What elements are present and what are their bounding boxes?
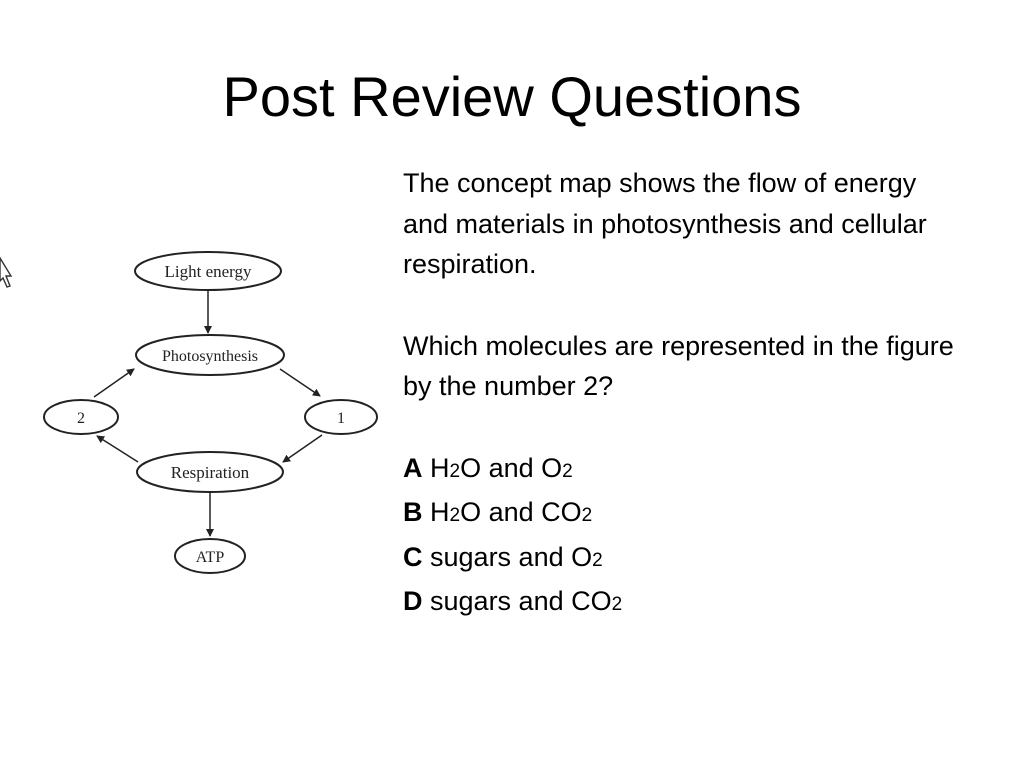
arrow-respiration-to-2: [96, 435, 139, 463]
choice-b-sub-1: 2: [449, 505, 461, 526]
choice-d[interactable]: D sugars and CO2: [403, 581, 963, 626]
node-photosynthesis-label: Photosynthesis: [162, 348, 258, 365]
arrow-2-to-photosynthesis: [93, 368, 135, 398]
node-2-label: 2: [77, 410, 85, 427]
question-block: The concept map shows the flow of energy…: [403, 163, 963, 626]
choice-b-sub-2: 2: [581, 505, 593, 526]
choice-d-text-1: sugars and CO: [430, 586, 612, 616]
choice-b-letter: B: [403, 497, 423, 527]
choice-a-letter: A: [403, 452, 423, 483]
node-respiration: Respiration: [136, 451, 284, 493]
choice-c-sub-1: 2: [592, 549, 603, 571]
choice-c-letter: C: [403, 541, 423, 572]
question-prompt: Which molecules are represented in the f…: [403, 330, 954, 402]
choice-c-text-1: sugars and O: [430, 541, 593, 572]
node-respiration-label: Respiration: [171, 463, 250, 482]
choice-a[interactable]: A H2O and O2: [403, 448, 963, 493]
mouse-pointer-icon: [0, 256, 13, 288]
slide-title: Post Review Questions: [222, 65, 802, 128]
choice-c[interactable]: C sugars and O2: [403, 537, 963, 582]
node-1: 1: [304, 399, 378, 435]
choice-b-text-2: O and CO: [460, 497, 582, 527]
node-photosynthesis: Photosynthesis: [135, 334, 285, 376]
node-light-energy: Light energy: [134, 251, 282, 291]
arrow-photosynthesis-to-1: [279, 368, 321, 397]
choice-b-text-1: H: [430, 497, 450, 527]
node-atp: ATP: [174, 538, 246, 574]
arrow-1-to-respiration: [282, 434, 323, 463]
choice-a-text-1: H: [430, 452, 450, 483]
choice-d-sub-1: 2: [611, 594, 623, 615]
choice-a-sub-1: 2: [449, 460, 461, 482]
answer-choices: A H2O and O2 B H2O and CO2 C sugars and …: [403, 448, 963, 626]
concept-map-diagram: Light energy Photosynthesis 1 2 Respirat…: [43, 251, 378, 574]
choice-a-text-2: O and O: [460, 452, 563, 483]
node-light-energy-label: Light energy: [164, 262, 252, 281]
node-atp-label: ATP: [196, 549, 225, 566]
choice-b[interactable]: B H2O and CO2: [403, 492, 963, 537]
node-2: 2: [43, 399, 119, 435]
choice-d-letter: D: [403, 586, 423, 616]
node-1-label: 1: [337, 410, 345, 427]
question-intro: The concept map shows the flow of energy…: [403, 168, 927, 279]
choice-a-sub-2: 2: [562, 460, 573, 482]
